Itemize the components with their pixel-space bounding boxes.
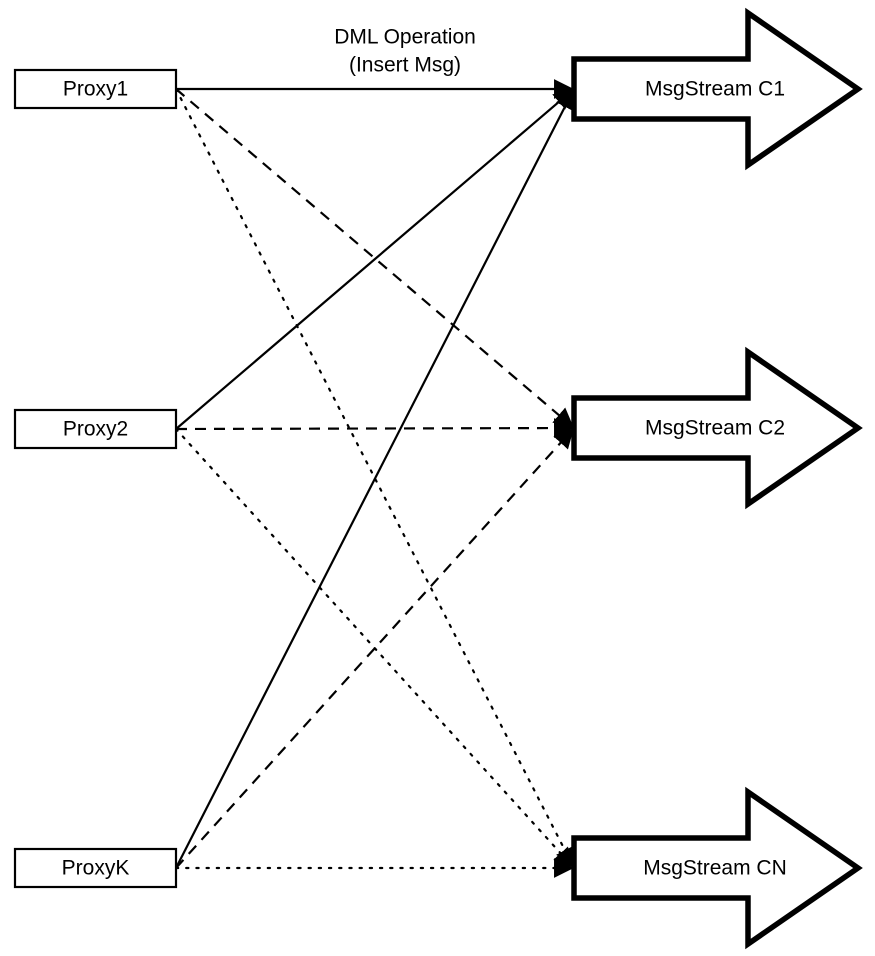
connection-proxyk-to-c2: [175, 428, 574, 869]
msgstream-arrow-shape-stream_c1[interactable]: [571, 7, 863, 171]
msgstream-arrow-shape-stream_c2[interactable]: [571, 346, 863, 510]
msgstream-node-stream_c2[interactable]: MsgStream C2: [571, 346, 863, 510]
proxy-node-proxy2[interactable]: Proxy2: [13, 408, 178, 450]
edge-label-line2: (Insert Msg): [349, 54, 461, 77]
msgstream-arrow-shape-stream_cn[interactable]: [571, 786, 863, 950]
connection-proxy1-to-c2: [175, 88, 574, 428]
connection-proxy2-to-cn: [174, 427, 575, 868]
proxy-label-proxy2: Proxy2: [63, 418, 128, 441]
connection-proxy2-to-c2: [175, 418, 574, 438]
proxy-node-proxyk[interactable]: ProxyK: [13, 847, 178, 889]
proxy-box-proxy1[interactable]: [13, 68, 178, 110]
msgstream-label-stream_cn: MsgStream CN: [643, 857, 787, 880]
msgstream-node-stream_cn[interactable]: MsgStream CN: [571, 786, 863, 950]
connection-proxyk-to-c1: [175, 89, 575, 869]
connection-proxy1-to-cn: [174, 87, 575, 868]
edge-label-dml-operation: DML Operation (Insert Msg): [334, 26, 476, 77]
proxy-box-proxy2[interactable]: [13, 408, 178, 450]
proxy-label-proxy1: Proxy1: [63, 78, 128, 101]
connection-proxy2-to-c1: [175, 89, 574, 430]
msgstream-label-stream_c1: MsgStream C1: [645, 78, 785, 101]
streams-layer: MsgStream C1 MsgStream C2 MsgStream CN: [571, 7, 863, 950]
edge-label-line1: DML Operation: [334, 26, 476, 49]
connections-layer: [174, 79, 575, 878]
proxy-node-proxy1[interactable]: Proxy1: [13, 68, 178, 110]
proxy-label-proxyk: ProxyK: [62, 857, 130, 880]
proxy-box-proxyk[interactable]: [13, 847, 178, 889]
msgstream-node-stream_c1[interactable]: MsgStream C1: [571, 7, 863, 171]
msgstream-label-stream_c2: MsgStream C2: [645, 417, 785, 440]
